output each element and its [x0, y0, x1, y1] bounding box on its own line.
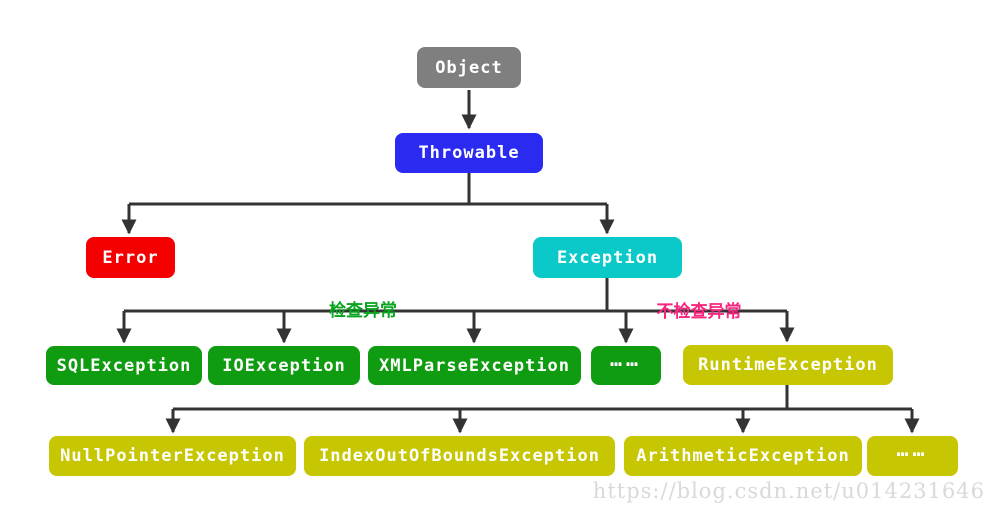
label-unchecked-exceptions: 不检查异常: [656, 302, 742, 322]
node-sql-exception: SQLException: [46, 346, 202, 385]
node-throwable: Throwable: [395, 133, 543, 173]
node-label: Object: [435, 57, 503, 78]
node-label: NullPointerException: [60, 446, 285, 466]
node-object: Object: [417, 47, 521, 88]
node-index-out-of-bounds-exception: IndexOutOfBoundsException: [304, 436, 615, 476]
node-label: ……: [896, 436, 929, 461]
node-label: RuntimeException: [698, 355, 878, 375]
node-xml-parse-exception: XMLParseException: [368, 346, 581, 385]
node-error: Error: [86, 237, 175, 278]
label-checked-exceptions: 检查异常: [329, 301, 397, 321]
node-label: SQLException: [56, 355, 192, 376]
node-label: IOException: [222, 355, 346, 376]
node-runtime-more-ellipsis: ……: [867, 436, 958, 476]
node-null-pointer-exception: NullPointerException: [49, 436, 296, 476]
node-arithmetic-exception: ArithmeticException: [624, 436, 862, 476]
node-checked-more-ellipsis: ……: [591, 346, 661, 385]
node-label: IndexOutOfBoundsException: [319, 446, 600, 466]
node-label: Error: [102, 247, 159, 268]
node-label: Exception: [556, 247, 659, 268]
node-label: XMLParseException: [379, 355, 570, 376]
watermark-url: https://blog.csdn.net/u014231646: [592, 479, 985, 503]
node-exception: Exception: [533, 237, 682, 278]
node-label: ArithmeticException: [636, 446, 850, 466]
node-label: Throwable: [418, 143, 520, 163]
node-io-exception: IOException: [208, 346, 360, 385]
node-label: ……: [609, 346, 643, 371]
node-runtime-exception: RuntimeException: [683, 345, 893, 385]
